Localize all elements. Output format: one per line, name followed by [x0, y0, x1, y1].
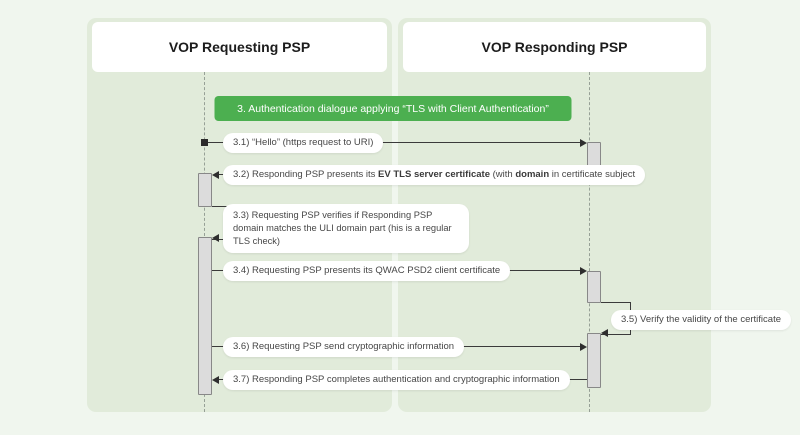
- message-3-6-label: 3.6) Requesting PSP send cryptographic i…: [223, 337, 465, 357]
- participant-responding-psp: VOP Responding PSP: [403, 22, 706, 72]
- arrowhead-left-icon: [212, 376, 219, 384]
- message-text: 3.7) Responding PSP completes authentica…: [233, 374, 560, 385]
- arrowhead-right-icon: [580, 267, 587, 275]
- arrowhead-left-icon: [601, 329, 608, 337]
- message-text: 3.6) Requesting PSP send cryptographic i…: [233, 341, 455, 352]
- message-3-1-label: 3.1) “Hello” (https request to URI): [223, 133, 384, 153]
- arrowhead-right-icon: [580, 343, 587, 351]
- message-3-1-line: [205, 142, 582, 143]
- message-3-3-label: 3.3) Requesting PSP verifies if Respondi…: [223, 204, 469, 253]
- message-3-7-label: 3.7) Responding PSP completes authentica…: [223, 370, 570, 390]
- message-text: 3.3) Requesting PSP verifies if Respondi…: [233, 210, 452, 246]
- participant-requesting-psp: VOP Requesting PSP: [92, 22, 387, 72]
- message-3-2-label: 3.2) Responding PSP presents its EV TLS …: [223, 165, 646, 185]
- found-message-marker: [201, 139, 208, 146]
- arrowhead-left-icon: [212, 171, 219, 179]
- message-text: 3.2) Responding PSP presents its: [233, 169, 379, 180]
- message-3-5-label: 3.5) Verify the validity of the certific…: [611, 310, 791, 330]
- message-text: 3.1) “Hello” (https request to URI): [233, 137, 374, 148]
- activation-bar-requesting-2: [198, 237, 212, 395]
- activation-bar-responding-2: [587, 271, 601, 303]
- message-text: 3.5) Verify the validity of the certific…: [621, 314, 781, 325]
- participant-label: VOP Requesting PSP: [168, 39, 311, 55]
- arrowhead-right-icon: [580, 139, 587, 147]
- message-3-4-label: 3.4) Requesting PSP presents its QWAC PS…: [223, 261, 511, 281]
- authentication-dialogue-banner: 3. Authentication dialogue applying “TLS…: [214, 96, 572, 121]
- banner-label: 3. Authentication dialogue applying “TLS…: [237, 102, 549, 115]
- activation-bar-responding-3: [587, 333, 601, 388]
- message-text: in certificate subject: [549, 169, 636, 180]
- participant-label: VOP Responding PSP: [481, 39, 628, 55]
- arrowhead-left-icon: [212, 234, 219, 242]
- message-text-bold: EV TLS server certificate: [378, 169, 490, 180]
- activation-bar-requesting-1: [198, 173, 212, 207]
- message-text: (with: [490, 169, 516, 180]
- message-text: 3.4) Requesting PSP presents its QWAC PS…: [233, 265, 501, 276]
- message-text-bold: domain: [515, 169, 550, 180]
- responding-psp-lifeline: [589, 72, 590, 412]
